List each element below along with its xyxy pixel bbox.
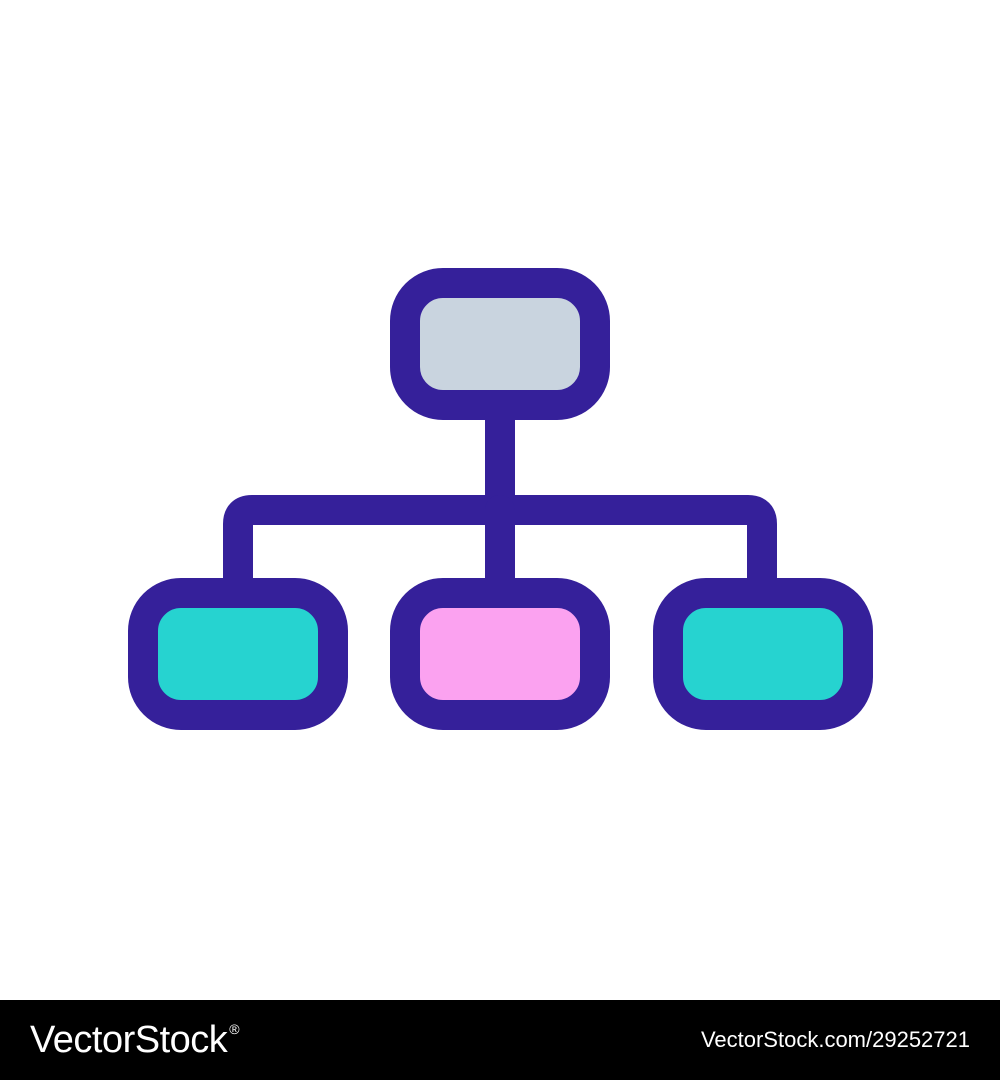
connector-bus-right xyxy=(485,495,777,610)
watermark-footer: VectorStock ® VectorStock.com/29252721 xyxy=(0,1000,1000,1080)
hierarchy-diagram xyxy=(128,268,873,730)
node-child-left xyxy=(128,578,348,730)
node-child-right xyxy=(653,578,873,730)
connector-bus-left xyxy=(223,495,515,610)
connector-lines xyxy=(223,390,777,610)
brand-logo: VectorStock ® xyxy=(30,1018,240,1062)
brand-name: VectorStock xyxy=(30,1018,228,1061)
image-id-label: VectorStock.com/29252721 xyxy=(700,1027,970,1052)
registered-mark: ® xyxy=(229,1020,240,1037)
node-child-center xyxy=(390,578,610,730)
node-root xyxy=(390,268,610,420)
